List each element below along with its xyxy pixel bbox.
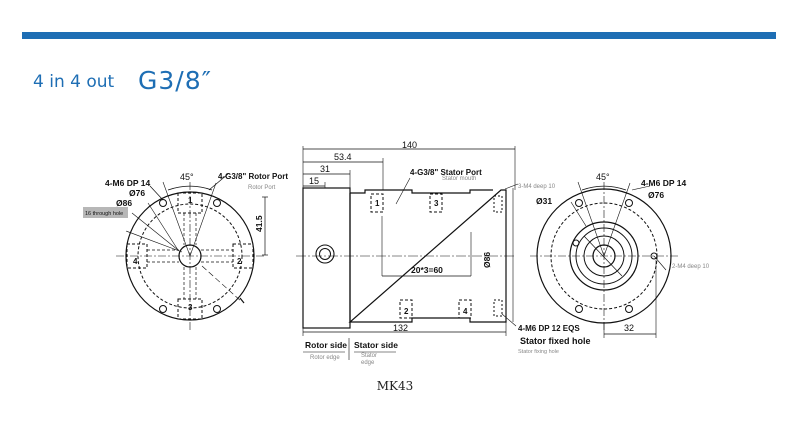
port-channel-3 xyxy=(177,298,203,320)
rotor-port-inner xyxy=(319,248,331,260)
dim-32: 32 xyxy=(624,323,634,333)
label-d86: Ø86 xyxy=(116,198,132,208)
note-rotor-port: Rotor Port xyxy=(248,185,276,191)
note-side-m4: 3-M4 deep 10 xyxy=(518,184,556,190)
dim-15: 15 xyxy=(309,176,319,186)
label-angle: 45° xyxy=(180,172,194,182)
label-d76-right: Ø76 xyxy=(648,190,664,200)
label-41-5: 41.5 xyxy=(254,215,264,232)
right-end-view: 45° 4-M6 DP 14 Ø31 Ø76 2-M4 deep 10 32 xyxy=(530,172,710,338)
label-bolts: 4-M6 DP 14 xyxy=(105,178,150,188)
dim-pitch: 20*3=60 xyxy=(411,265,443,275)
dim-53-4: 53.4 xyxy=(334,152,352,162)
side-view: 140 53.4 31 15 4-G3/8" Stator Port Stato… xyxy=(296,140,591,366)
stator-port-1 xyxy=(370,193,384,213)
port-channel-2 xyxy=(232,243,254,269)
m4-hole xyxy=(650,252,658,260)
label-stator-side: Stator side xyxy=(354,340,398,350)
thread-size-title: G3/8″ xyxy=(138,66,212,95)
bolt-hole xyxy=(213,305,221,313)
rotor-port-outer xyxy=(315,244,335,264)
port-channel-4 xyxy=(126,243,148,269)
through-hole-tag xyxy=(83,207,128,218)
stator-port-2 xyxy=(399,299,413,319)
header-accent-bar xyxy=(22,32,776,39)
note-through-hole: 16 through hole xyxy=(85,211,123,217)
bolt-hole xyxy=(625,199,633,207)
label-d76: Ø76 xyxy=(129,188,145,198)
label-bolts-right: 4-M6 DP 14 xyxy=(641,178,686,188)
m4-hole xyxy=(572,239,580,247)
label-stator-fixed: Stator fixed hole xyxy=(520,336,591,346)
label-angle-right: 45° xyxy=(596,172,610,182)
bolt-hole xyxy=(625,305,633,313)
port-number-4: 4 xyxy=(133,257,138,266)
dim-overall: 140 xyxy=(402,140,417,150)
label-d31: Ø31 xyxy=(536,196,552,206)
side-port-number-1: 1 xyxy=(375,199,380,208)
label-rotor-port: 4-G3/8" Rotor Port xyxy=(218,172,288,181)
side-port-number-2: 2 xyxy=(404,307,409,316)
port-number-1: 1 xyxy=(188,196,193,205)
config-subtitle: 4 in 4 out xyxy=(33,72,115,92)
note-stator-fixed: Stator fixing hole xyxy=(518,349,559,355)
port-number-3: 3 xyxy=(188,303,193,312)
stator-port-4 xyxy=(458,299,472,319)
port-channel-1 xyxy=(177,192,203,214)
m4-hole xyxy=(493,195,503,213)
stator-port-3 xyxy=(429,193,443,213)
bolt-hole xyxy=(575,305,583,313)
side-port-number-3: 3 xyxy=(434,199,439,208)
label-fixed-holes: 4-M6 DP 12 EQS xyxy=(518,324,580,333)
left-end-view: 4-M6 DP 14 45° 4-G3/8" Rotor Port Rotor … xyxy=(83,172,288,330)
label-rotor-side: Rotor side xyxy=(305,340,347,350)
note-stator-edge-1: Stator xyxy=(361,353,377,359)
note-stator-port: Stator mouth xyxy=(442,176,476,182)
bolt-hole xyxy=(213,199,221,207)
note-m4-right: 2-M4 deep 10 xyxy=(672,264,710,270)
side-port-number-4: 4 xyxy=(463,307,468,316)
label-stator-port: 4-G3/8" Stator Port xyxy=(410,168,482,177)
dim-d86: Ø86 xyxy=(482,252,492,268)
dim-31: 31 xyxy=(320,164,330,174)
bolt-hole xyxy=(159,305,167,313)
note-stator-edge-2: edge xyxy=(361,360,375,366)
dim-132: 132 xyxy=(393,323,408,333)
bolt-hole xyxy=(159,199,167,207)
rotor-body xyxy=(302,187,351,329)
bolt-hole xyxy=(575,199,583,207)
m4-hole xyxy=(493,299,503,317)
model-number: MK43 xyxy=(376,379,414,393)
note-rotor-edge: Rotor edge xyxy=(310,355,340,361)
port-number-2: 2 xyxy=(237,257,242,266)
